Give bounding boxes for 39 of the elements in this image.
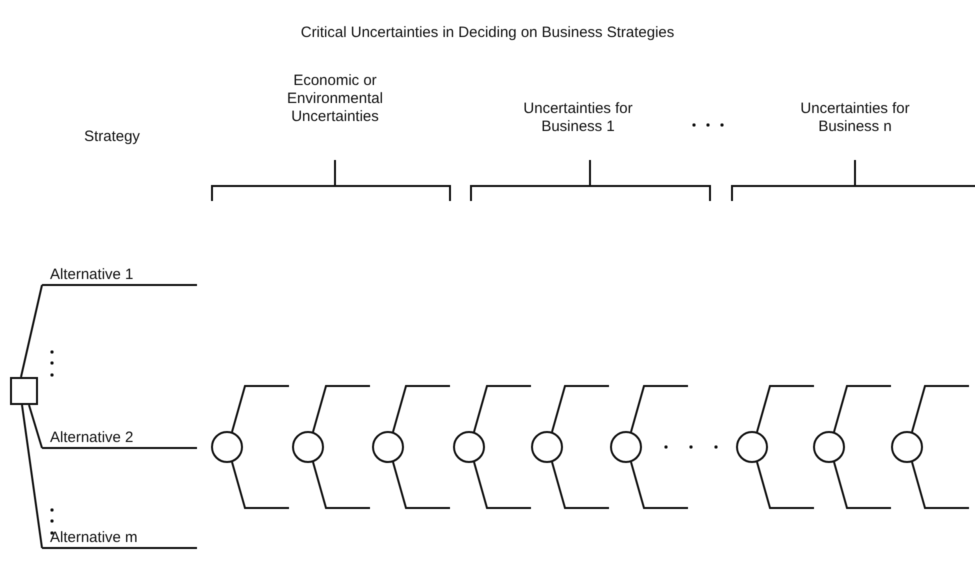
column-heading: Economic or Environmental Uncertainties (286, 72, 384, 126)
branch-line (392, 462, 450, 509)
branch-line (473, 462, 531, 509)
branch-line (21, 404, 43, 548)
branch-line (630, 385, 688, 432)
branch-label: Alternative m (42, 529, 197, 549)
chance-circle (813, 431, 845, 463)
chance-circle (292, 431, 324, 463)
chance-circle (891, 431, 923, 463)
column-heading: Uncertainties for Business n (799, 100, 911, 136)
branch-line (231, 385, 289, 432)
branch-line (833, 462, 891, 509)
branch-line (392, 385, 450, 432)
branch-line (833, 385, 891, 432)
branch-line (312, 462, 370, 509)
chance-circle (531, 431, 563, 463)
branch-line (756, 385, 814, 432)
branch-line (756, 462, 814, 509)
chance-circle (610, 431, 642, 463)
branch-line (473, 385, 531, 432)
decision-square (10, 377, 38, 405)
branch-line (911, 385, 969, 432)
column-heading: Strategy (83, 128, 141, 146)
branch-line (911, 462, 969, 509)
branch-line (551, 462, 609, 509)
column-heading: Uncertainties for Business 1 (522, 100, 634, 136)
branch-label: Alternative 2 (42, 429, 197, 449)
diagram-title: Critical Uncertainties in Deciding on Business Strategies (300, 24, 676, 42)
branch-line (231, 462, 289, 509)
branch-line (28, 404, 43, 448)
chance-circle (453, 431, 485, 463)
chance-circle (372, 431, 404, 463)
branch-line (312, 385, 370, 432)
branch-line (630, 462, 688, 509)
branch-line (20, 284, 43, 378)
chance-circle (211, 431, 243, 463)
branch-line (551, 385, 609, 432)
branch-label: Alternative 1 (42, 266, 197, 286)
chance-circle (736, 431, 768, 463)
